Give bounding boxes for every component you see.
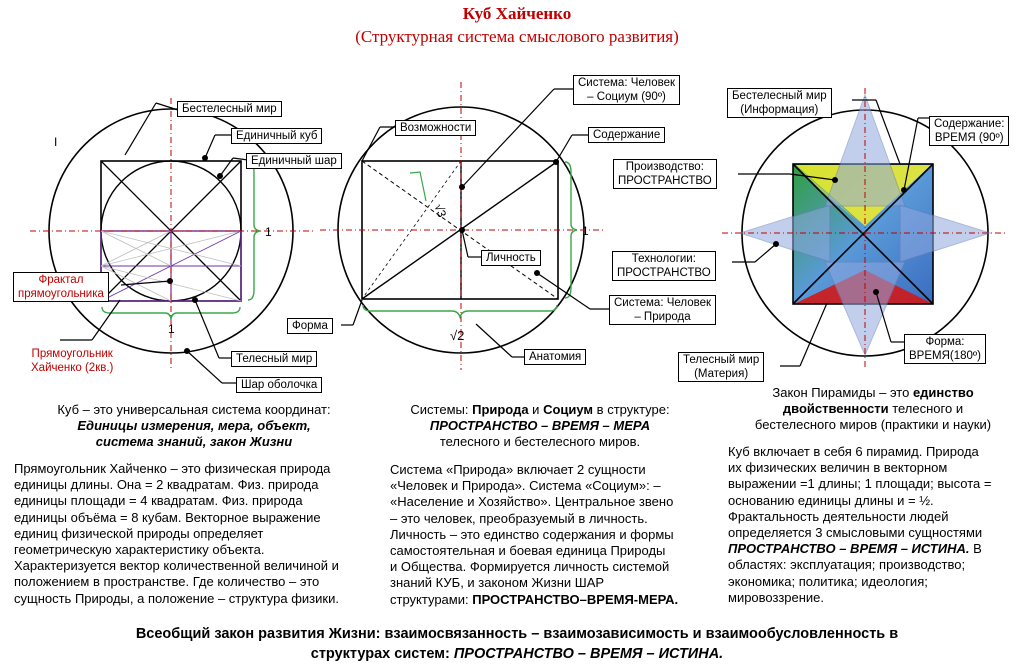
middle-dots	[459, 159, 559, 276]
left-dots	[167, 155, 223, 354]
label-production-space: Производство:ПРОСТРАНСТВО	[613, 159, 717, 189]
label-unit-sphere: Единичный шар	[246, 153, 342, 169]
label-personality: Личность	[481, 250, 541, 266]
label-possibilities: Возможности	[395, 120, 477, 136]
top-left-green-tint	[796, 165, 860, 223]
label-corporeal-world: Телесный мир	[231, 351, 318, 367]
left-leaders	[60, 102, 249, 384]
label-anatomy: Анатомия	[524, 349, 587, 365]
right-figure	[722, 88, 1005, 370]
roman-marker: I	[54, 135, 57, 149]
page-subtitle: (Структурная система смыслового развития…	[355, 27, 679, 46]
middle-dim-one: 1	[582, 224, 589, 238]
dim-one-right: 1	[265, 225, 272, 239]
middle-sqrt2: √2	[450, 328, 464, 343]
page-title: Куб Хайченко	[462, 4, 572, 23]
star-top-spike	[824, 93, 906, 207]
right-dots	[773, 177, 907, 295]
col1-body: Прямоугольник Хайченко – это физическая …	[14, 461, 339, 606]
col2-body: Система «Природа» включает 2 сущности«Че…	[390, 462, 679, 607]
middle-bracket-right	[564, 161, 578, 299]
middle-leaders	[341, 88, 611, 358]
label-unit-cube: Единичный куб	[231, 128, 323, 144]
label-incorporeal-information: Бестелесный мир(Информация)	[727, 88, 832, 118]
left-figure: I 1 1	[30, 98, 315, 384]
label-sphere-shell: Шар оболочка	[236, 377, 323, 393]
label-form: Форма	[287, 318, 333, 334]
label-incorporeal-world: Бестелесный мир	[177, 101, 282, 117]
label-system-nature: Система: Человек– Природа	[609, 295, 717, 325]
middle-figure: 1 √2 √3	[320, 82, 611, 370]
footer-law: Всеобщий закон развития Жизни: взаимосвя…	[135, 626, 899, 662]
right-leaders	[732, 99, 932, 367]
middle-bracket-bottom	[362, 304, 558, 320]
label-corporeal-matter: Телесный мир(Материя)	[678, 352, 765, 382]
col2-heading: Системы: Природа и Социум в структуре: П…	[410, 402, 670, 450]
label-technology-space: Технологии:ПРОСТРАНСТВО	[612, 251, 716, 281]
label-content-time: Содержание:ВРЕМЯ (90º)	[929, 116, 1010, 146]
label-form-time: Форма:ВРЕМЯ(180º)	[904, 334, 986, 364]
label-content: Содержание	[588, 127, 666, 143]
dim-one-bottom: 1	[168, 322, 175, 336]
middle-sqrt3: √3	[431, 202, 449, 220]
col3-heading: Закон Пирамиды – это единство двойственн…	[754, 385, 992, 433]
label-system-society: Система: Человек– Социум (90º)	[573, 75, 681, 105]
bracket-bottom	[101, 306, 241, 320]
right-diagonal-b	[792, 163, 934, 305]
middle-sqrt3-tick	[409, 171, 427, 202]
col1-heading: Куб – это универсальная система координа…	[57, 402, 331, 450]
